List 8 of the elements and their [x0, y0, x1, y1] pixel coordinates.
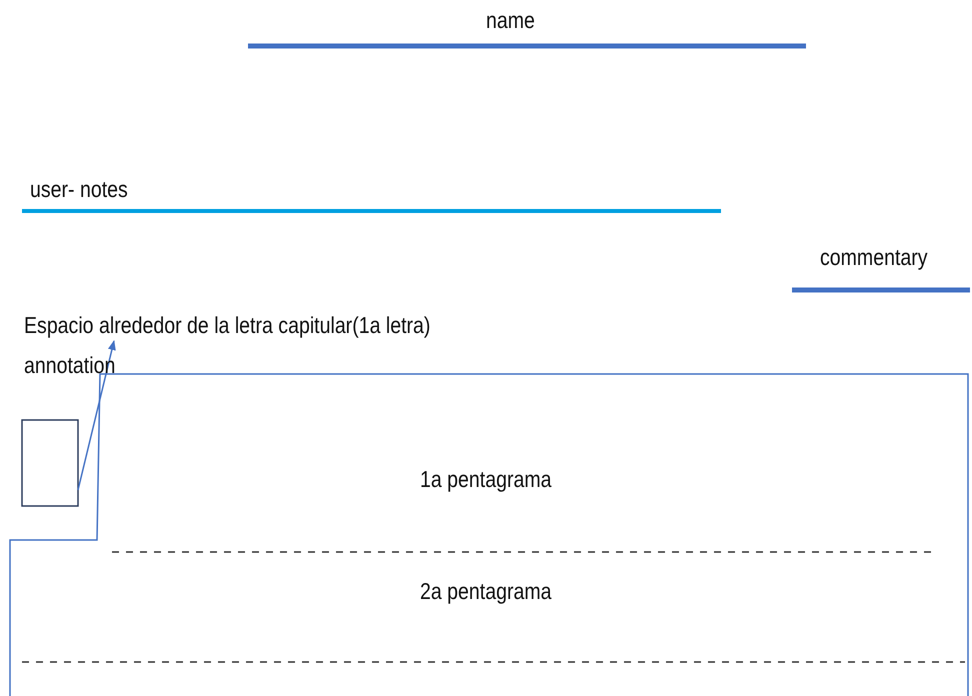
label-text: user- notes [30, 175, 128, 203]
arrow [77, 340, 116, 490]
label-text: 2a pentagrama [420, 577, 552, 605]
initial-letter-box [21, 419, 79, 507]
label-text: commentary [820, 243, 928, 271]
caption-text: Espacio alrededor de la letra capitular(1a letra) [24, 311, 430, 339]
label-text: 1a pentagrama [420, 465, 552, 493]
label-text: name [486, 6, 535, 34]
